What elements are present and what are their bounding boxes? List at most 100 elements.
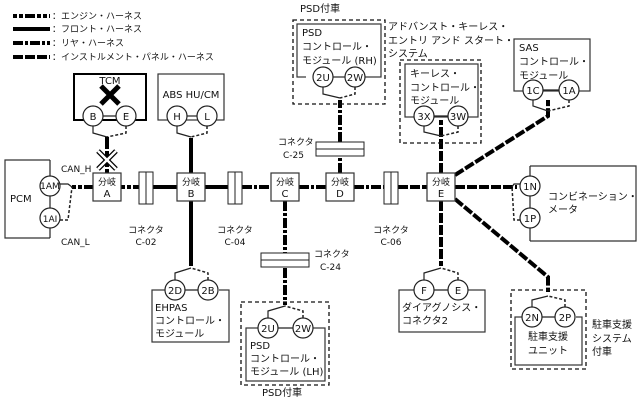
connector-c24: コネクタ C-24 [260, 249, 350, 273]
parking-line-1: 駐車支援 [528, 330, 568, 343]
ehpas-wire-2d [174, 267, 192, 280]
junction-d-letter: D [336, 189, 344, 200]
meter-pin-1n-label: 1N [523, 182, 537, 193]
keyless-line-2: コントロール・ [410, 83, 480, 94]
connectors: コネクタ C-02 コネクタ C-04 コネクタ C-06 コネクタ C-24 [128, 137, 409, 273]
meter-pin-1p-label: 1P [524, 214, 536, 225]
junction-a: 分岐 A [92, 172, 122, 202]
can-h-label: CAN_H [61, 165, 91, 175]
junction-c-label: 分岐 [276, 176, 294, 188]
ehpas-line-1: EHPAS [155, 303, 187, 314]
connector-c25-label: コネクタ [278, 137, 314, 148]
ehpas-line-3: モジュール [155, 329, 204, 340]
ehpas-pin-2b-label: 2B [201, 286, 214, 297]
sas-wire-1a [547, 100, 570, 112]
branch-wires [105, 100, 550, 305]
psd-lh-wire-2w [284, 305, 304, 318]
ehpas-line-2: コントロール・ [155, 316, 225, 327]
psd-rh-box [296, 23, 382, 78]
junction-a-label: 分岐 [98, 176, 116, 188]
psd-rh-group: PSD付車 PSD コントロール・ モジュール (RH) 2U 2W [292, 2, 386, 105]
keyless-wire-3w [440, 126, 459, 137]
parking-pin-mask [522, 311, 576, 319]
parking-option-frame [510, 289, 587, 370]
legend: ：エンジン・ハーネス ：フロント・ハーネス ：リヤ・ハーネス ：インストルメント… [13, 11, 214, 63]
keyless-pin-3x-label: 3X [417, 112, 430, 123]
psd-lh-pin-2u-label: 2U [261, 324, 275, 335]
dlc-pin-f-label: F [421, 286, 427, 297]
tcm-wire-b [92, 126, 108, 138]
pcm-module: PCM 1AM 1AI CAN_H CAN_L [4, 159, 91, 248]
legend-rear-label: ：リヤ・ハーネス [52, 38, 124, 49]
keyless-system-line-2: エントリ アンド スタート・ [388, 35, 514, 47]
psd-lh-option-label: PSD付車 [262, 386, 302, 399]
parking-pin-2n-label: 2N [525, 313, 539, 324]
abs-wire-h [176, 126, 192, 138]
tcm-pin-e-label: E [123, 112, 129, 123]
connector-c02-label: コネクタ [128, 225, 164, 236]
sas-pin-1c-label: 1C [526, 86, 539, 97]
psd-rh-pin-2w-label: 2W [347, 73, 363, 84]
pcm-box [4, 159, 50, 239]
meter-line-2: メータ [548, 204, 578, 216]
psd-lh-line-2: コントロール・ [250, 354, 320, 365]
junction-b-label: 分岐 [182, 176, 200, 188]
psd-rh-wire-2w [339, 87, 356, 99]
ehpas-wire-2b [190, 267, 209, 280]
disconnected-x-icon [96, 149, 118, 171]
tcm-fault-x-icon [99, 84, 121, 106]
junction-d: 分岐 D [325, 172, 355, 202]
psd-rh-line-1: PSD [302, 28, 322, 39]
tcm-wire-e [106, 126, 127, 138]
junction-e-label: 分岐 [432, 176, 450, 188]
connector-c25-code: C-25 [283, 151, 304, 161]
ehpas-pin-2d-label: 2D [168, 286, 182, 297]
junction-e-letter: E [438, 189, 444, 200]
pcm-pin-1ai-label: 1AI [43, 215, 58, 225]
psd-rh-option-label: PSD付車 [300, 2, 340, 15]
abs-wire-l [190, 126, 208, 138]
meter-group: 1N 1P コンビネーション・ メータ [511, 165, 638, 242]
psd-rh-pin-2u-label: 2U [316, 73, 330, 84]
dlc-line-1: ダイアグノシス・ [402, 301, 481, 314]
parking-wire-2p [547, 295, 566, 307]
abs-module: ABS HU/CM H L [157, 73, 225, 138]
junction-b-letter: B [188, 189, 195, 200]
dlc-line-2: コネクタ2 [402, 315, 448, 327]
psd-lh-line-1: PSD [250, 341, 270, 352]
ehpas-group: 2D 2B EHPAS コントロール・ モジュール [151, 267, 230, 343]
keyless-line-3: モジュール [410, 96, 459, 107]
pcm-wire-l [60, 186, 73, 221]
psd-lh-group: 2U 2W PSD コントロール・ モジュール (LH) PSD付車 [240, 301, 330, 399]
sas-group: SAS コントロール・ モジュール 1C 1A [513, 38, 591, 112]
psd-lh-option-frame [240, 301, 330, 386]
meter-pin-1p [519, 207, 541, 229]
sas-pin-1a-label: 1A [562, 86, 575, 97]
parking-pin-2p-label: 2P [559, 313, 571, 324]
ehpas-box [151, 289, 230, 343]
sas-line-2: コントロール・ [519, 57, 589, 68]
junction-d-label: 分岐 [331, 176, 349, 188]
sas-line-3: モジュール [519, 71, 568, 82]
psd-rh-option-frame [292, 19, 386, 105]
pcm-pin-1am-label: 1AM [40, 182, 60, 192]
psd-lh-pin-2w-label: 2W [295, 324, 311, 335]
connector-c06: コネクタ C-06 [373, 171, 409, 248]
keyless-group: アドバンスト・キーレス・ エントリ アンド スタート・ システム キーレス・ コ… [388, 21, 514, 144]
legend-engine-label: ：エンジン・ハーネス [52, 11, 142, 22]
sas-wire-1c [532, 100, 549, 112]
parking-option-line-2: システム [592, 333, 632, 345]
meter-pin-1n [519, 175, 541, 197]
abs-title: ABS HU/CM [163, 90, 220, 101]
junctions: 分岐 A 分岐 B 分岐 C 分岐 D 分岐 E [92, 172, 456, 202]
tcm-pin-b-label: B [90, 112, 97, 123]
junction-e: 分岐 E [426, 172, 456, 202]
dlc-wire-f [423, 267, 442, 280]
tcm-module: TCM B E [73, 73, 147, 171]
parking-wire-2n [531, 295, 549, 307]
can-l-label: CAN_L [61, 238, 90, 248]
parking-line-2: ユニット [528, 346, 568, 357]
abs-pin-h-label: H [173, 112, 181, 123]
pcm-title: PCM [10, 194, 32, 205]
abs-pin-l-label: L [204, 112, 210, 123]
